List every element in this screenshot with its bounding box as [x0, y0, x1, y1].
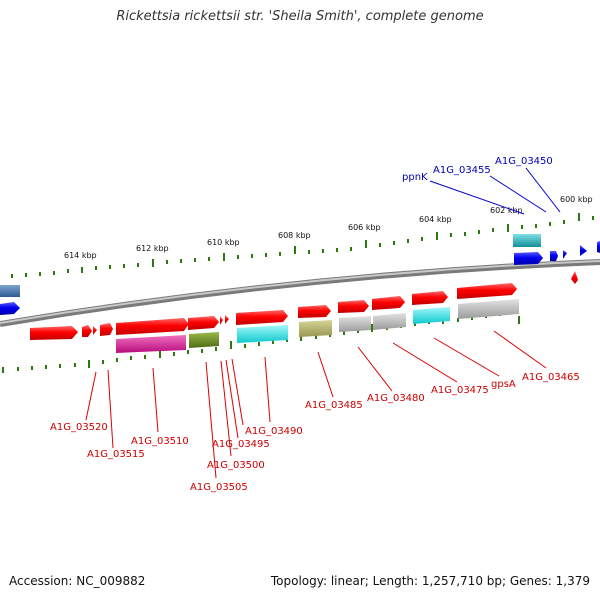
gene-label[interactable]: A1G_03465: [522, 372, 580, 383]
scale-label: 606 kbp: [348, 223, 381, 232]
feature-grey[interactable]: [458, 299, 519, 319]
gene-label[interactable]: A1G_03515: [87, 449, 145, 460]
gene-label[interactable]: A1G_03450: [495, 156, 553, 167]
gene-arrow-small[interactable]: [220, 316, 223, 325]
gene-arrow-a1g-03520[interactable]: [30, 326, 78, 340]
accession-text: Accession: NC_009882: [9, 574, 146, 588]
feature-olive[interactable]: [189, 332, 219, 348]
gene-label[interactable]: A1G_03455: [433, 165, 491, 176]
gene-arrow-small[interactable]: [550, 251, 558, 261]
scale-label: 604 kbp: [419, 215, 452, 224]
scale-label: 614 kbp: [64, 251, 97, 260]
gene-arrow-small[interactable]: [580, 245, 587, 256]
gene-arrow-a1g-03510[interactable]: [116, 318, 189, 335]
scale-label: 600 kbp: [560, 195, 593, 204]
forward-leader-lines: [85, 330, 547, 479]
gene-label[interactable]: A1G_03480: [367, 393, 425, 404]
gene-arrow-a1g-03505[interactable]: [188, 316, 219, 330]
gene-arrow-small[interactable]: [82, 325, 92, 337]
feature-cyan[interactable]: [237, 325, 288, 343]
feature-grey[interactable]: [373, 313, 406, 330]
gene-label[interactable]: A1G_03490: [245, 426, 303, 437]
gene-arrow-a1g-03475[interactable]: [372, 296, 405, 310]
gene-arrow-small[interactable]: [571, 271, 578, 284]
scale-label: 608 kbp: [278, 231, 311, 240]
feature-khaki[interactable]: [299, 320, 332, 337]
map-title: Rickettsia rickettsii str. 'Sheila Smith…: [116, 9, 484, 24]
feature-grey[interactable]: [339, 316, 371, 332]
feature-teal[interactable]: [513, 234, 541, 247]
forward-strand-genes: [30, 271, 578, 353]
reverse-gene-labels: ppnK A1G_03455 A1G_03450: [402, 156, 553, 183]
gene-arrow-a1g-03515[interactable]: [100, 323, 113, 336]
reverse-strand-genes: [0, 234, 600, 315]
genome-summary-text: Topology: linear; Length: 1,257,710 bp; …: [270, 574, 590, 588]
gene-label[interactable]: gpsA: [491, 379, 516, 390]
gene-arrow-a1g-03450[interactable]: [514, 252, 543, 265]
gene-arrow-small[interactable]: [93, 326, 97, 335]
gene-arrow-small[interactable]: [563, 250, 567, 259]
scale-label: 612 kbp: [136, 244, 169, 253]
feature-cyan[interactable]: [413, 307, 450, 324]
gene-label[interactable]: ppnK: [402, 172, 428, 183]
reverse-leader-lines: [429, 167, 561, 215]
scale-label: 610 kbp: [207, 238, 240, 247]
gene-arrow-gpsa[interactable]: [412, 291, 448, 305]
gene-label[interactable]: A1G_03495: [212, 439, 270, 450]
genome-backbone: [0, 259, 600, 327]
genome-backbone-highlight: [0, 260, 600, 324]
gene-arrow-a1g-03485[interactable]: [298, 305, 331, 318]
gene-label[interactable]: A1G_03500: [207, 460, 265, 471]
gene-label[interactable]: A1G_03485: [305, 400, 363, 411]
gene-label[interactable]: A1G_03505: [190, 482, 248, 493]
gene-arrow-a1g-03465[interactable]: [457, 283, 517, 299]
gene-arrow-small[interactable]: [225, 315, 229, 324]
gene-arrow-left-edge[interactable]: [0, 302, 20, 315]
gene-arrow-small[interactable]: [597, 241, 600, 253]
scale-label: 602 kbp: [490, 206, 523, 215]
gene-label[interactable]: A1G_03510: [131, 436, 189, 447]
gene-arrow-a1g-03480[interactable]: [338, 300, 369, 313]
feature-steel[interactable]: [0, 285, 20, 297]
gene-label[interactable]: A1G_03520: [50, 422, 108, 433]
feature-magenta[interactable]: [116, 335, 186, 353]
forward-gene-labels: A1G_03520 A1G_03515 A1G_03510 A1G_03505 …: [50, 372, 580, 493]
gene-arrow-a1g-03490[interactable]: [236, 310, 288, 325]
upper-scale-ticks: [11, 213, 594, 278]
gene-label[interactable]: A1G_03475: [431, 385, 489, 396]
scale-labels: 614 kbp 612 kbp 610 kbp 608 kbp 606 kbp …: [64, 195, 593, 260]
